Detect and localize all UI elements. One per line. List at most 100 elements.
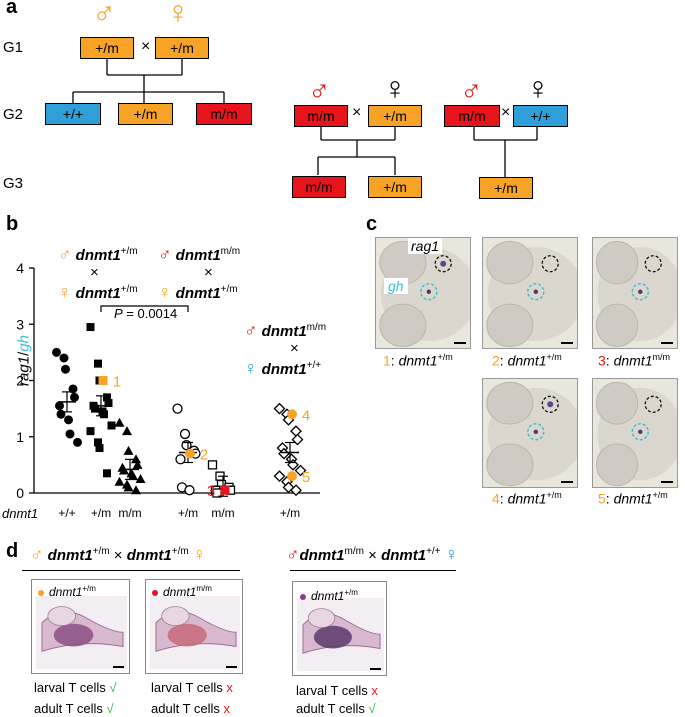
caption-2-num: 2 <box>492 352 500 369</box>
data-point <box>135 473 146 483</box>
larva-1-drawing <box>376 238 470 348</box>
frame1-gene: dnmt1 <box>49 585 83 599</box>
histology-3-drawing <box>297 598 384 671</box>
data-point <box>123 445 134 455</box>
caption-3-num: 3 <box>598 352 606 369</box>
larva-eye-top <box>595 381 639 425</box>
data-point <box>114 417 125 427</box>
legend3-male-gene: dnmt1 <box>261 323 307 340</box>
highlight-point <box>185 448 195 459</box>
d-cross2-female-icon: ♀ <box>444 544 459 564</box>
data-point <box>59 353 69 363</box>
t3-adult-check-icon: √ <box>368 701 376 716</box>
highlight-point <box>98 376 108 385</box>
cross2-offspring-mut: m/m <box>292 176 346 198</box>
caption-5-gene: dnmt1 <box>613 490 653 507</box>
legend3: ♂ dnmt1m/m × ♀ dnmt1+/+ <box>244 319 326 378</box>
probe-gh-label: gh <box>384 278 408 294</box>
dnmt1-row-label: dnmt1 <box>2 506 39 521</box>
frame1-label: dnmt1+/m <box>38 584 96 599</box>
cross3-female-icon: ♀ <box>526 70 550 106</box>
highlight-label: 4 <box>302 407 310 424</box>
larva-5-drawing <box>593 379 677 487</box>
data-point <box>86 323 95 332</box>
t1-larval-check-icon: √ <box>109 680 117 695</box>
t-status-1-larval: larval T cells √ <box>34 680 117 695</box>
t2-adult-label: adult T cells <box>151 701 220 716</box>
larva-eye-top <box>595 240 639 285</box>
legend1: ♂ dnmt1+/m × ♀ dnmt1+/m <box>58 243 138 302</box>
legend3-male-sup: m/m <box>306 322 327 333</box>
gh-signal <box>638 429 643 434</box>
larva-eye-bottom <box>379 303 427 348</box>
larva-4-drawing <box>483 379 577 487</box>
legend1-cross: × <box>90 264 99 281</box>
gh-signal <box>426 289 431 294</box>
y-tick-label: 2 <box>16 373 24 389</box>
data-point <box>103 393 111 402</box>
data-point <box>91 404 99 413</box>
legend2: ♂ dnmt1m/m × ♀ dnmt1+/m <box>158 243 240 302</box>
frame2-gene: dnmt1 <box>163 585 197 599</box>
legend3-male-icon: ♂ <box>244 320 258 340</box>
data-point <box>294 464 307 477</box>
g1-female-icon: ♀ <box>166 0 190 30</box>
legend2-female-sup: +/m <box>220 284 238 295</box>
panel-a-lines <box>72 59 538 177</box>
legend2-male-gene: dnmt1 <box>175 247 221 264</box>
larva-eye-bottom <box>486 443 534 487</box>
larva-caption-1: 1: dnmt1+/m <box>383 352 453 369</box>
frame1-dot-icon <box>38 590 44 596</box>
pvalue-bracket <box>100 305 189 312</box>
d-cross2-header: ♂dnmt1m/m × dnmt1+/+ ♀ <box>286 544 458 565</box>
larva-caption-5: 5: dnmt1+/m <box>598 490 668 507</box>
histology-structure <box>161 606 190 626</box>
caption-5-num: 5 <box>598 490 606 507</box>
data-point <box>70 392 79 402</box>
larva-image-3 <box>592 237 678 349</box>
caption-5-sup: +/m <box>652 490 668 500</box>
y-tick-label: 0 <box>16 485 24 501</box>
legend2-cross: × <box>204 264 213 281</box>
caption-1-gene: dnmt1 <box>398 352 438 369</box>
data-point <box>103 469 111 478</box>
g2-box-het: +/m <box>118 103 173 125</box>
data-point <box>86 427 95 436</box>
data-point <box>95 444 104 452</box>
cross3-cross: × <box>501 104 511 121</box>
rag1-thymus-circle <box>434 255 452 273</box>
legend2-male-sup: m/m <box>220 246 241 257</box>
data-point <box>114 476 125 486</box>
legend3-female-gene: dnmt1 <box>261 361 307 378</box>
caption-2-sup: +/m <box>546 352 562 362</box>
histology-frame-3 <box>292 581 387 676</box>
d-cross1-male-gene: dnmt1 <box>47 547 93 564</box>
caption-4-sup: +/m <box>546 490 562 500</box>
d-cross2-male-sup: m/m <box>344 546 364 557</box>
cross2-female-icon: ♀ <box>383 70 407 106</box>
pvalue-value: = 0.0014 <box>122 306 178 321</box>
t-status-2-adult: adult T cells x <box>151 701 230 716</box>
legend1-female-sup: +/m <box>120 284 138 295</box>
g1-box-male: +/m <box>80 37 134 59</box>
t3-larval-label: larval T cells <box>296 683 368 698</box>
t-status-3-larval: larval T cells x <box>296 683 378 698</box>
d-cross2-rule <box>290 570 456 572</box>
cross3-offspring-het: +/m <box>479 177 533 199</box>
frame3-sup: +/m <box>344 588 358 597</box>
data-point <box>64 415 73 425</box>
larva-eye-bottom <box>486 303 534 348</box>
frame3-label: dnmt1+/m <box>300 588 358 603</box>
t3-adult-label: adult T cells <box>296 701 365 716</box>
d-cross2-female-gene: dnmt1 <box>381 547 427 564</box>
caption-4-num: 4 <box>492 490 500 507</box>
legend1-female-icon: ♀ <box>58 282 72 302</box>
d-cross1-male-sup: +/m <box>92 546 110 557</box>
data-point <box>73 437 82 447</box>
rag1-thymus-circle <box>644 255 662 273</box>
d-cross1-rule <box>22 570 240 572</box>
y-tick-label: 1 <box>16 429 24 445</box>
histology-structure <box>47 606 76 626</box>
legend3-female-sup: +/+ <box>306 360 322 371</box>
t-status-3-adult: adult T cells √ <box>296 701 376 716</box>
